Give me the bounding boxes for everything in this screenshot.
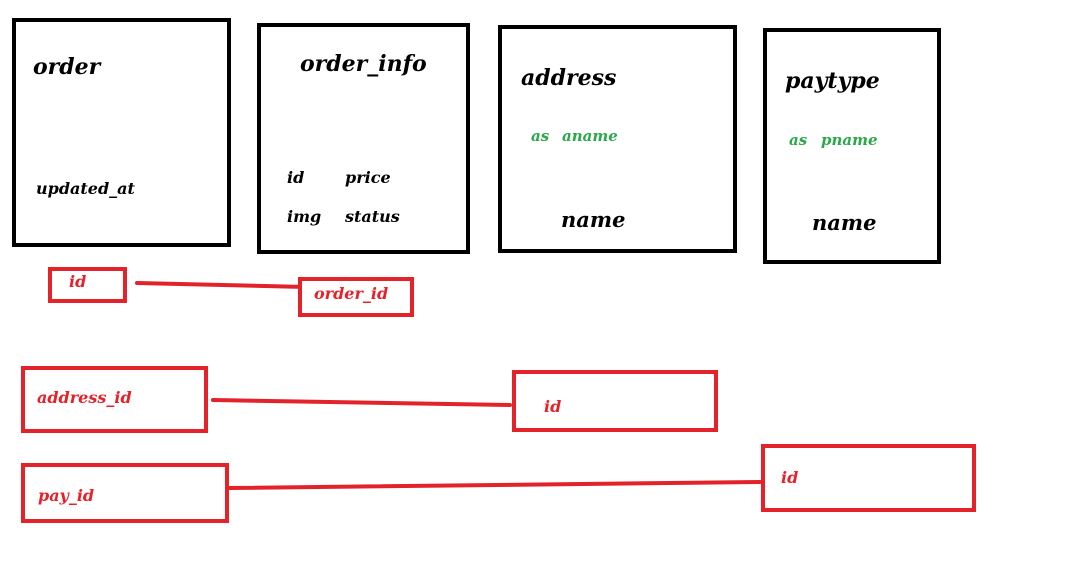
table-order: [12, 18, 231, 247]
table-paytype: [763, 28, 941, 264]
table-paytype-title: paytype: [785, 68, 880, 94]
relation-box-order-id: [48, 267, 127, 303]
relation-line-pay-id: [226, 480, 762, 490]
relation-label-address-pk: id: [544, 397, 562, 416]
table-order-info-field-id: id: [287, 168, 305, 187]
table-order-info-field-status: status: [345, 207, 400, 226]
table-paytype-alias-keyword: as: [789, 131, 808, 149]
table-order-field-updated-at: updated_at: [36, 179, 135, 198]
relation-label-order-info-order-id: order_id: [314, 284, 389, 303]
table-order-info: [257, 23, 470, 254]
table-address: [498, 25, 737, 253]
relation-label-pay-id: pay_id: [38, 486, 95, 505]
table-order-info-title: order_info: [300, 51, 427, 77]
table-paytype-alias-name: pname: [821, 131, 878, 149]
relation-box-pay-id: [21, 463, 229, 523]
relation-box-paytype-pk: [761, 444, 976, 512]
table-address-alias-name: aname: [562, 127, 618, 145]
relation-box-address-pk: [512, 370, 718, 432]
relation-box-order-info-order-id: [298, 277, 414, 317]
table-address-field-name: name: [561, 207, 626, 232]
table-order-info-field-img: img: [287, 207, 322, 226]
table-address-alias-keyword: as: [531, 127, 550, 145]
table-order-title: order: [33, 54, 101, 80]
table-paytype-field-name: name: [812, 210, 877, 235]
table-order-info-field-price: price: [345, 168, 391, 187]
relation-line-order-id: [135, 281, 308, 289]
relation-box-address-id: [21, 366, 208, 433]
relation-label-order-id: id: [69, 272, 87, 291]
relation-label-address-id: address_id: [37, 388, 132, 407]
table-address-title: address: [521, 65, 617, 91]
relation-label-paytype-pk: id: [781, 468, 799, 487]
relation-line-address-id: [211, 398, 512, 407]
